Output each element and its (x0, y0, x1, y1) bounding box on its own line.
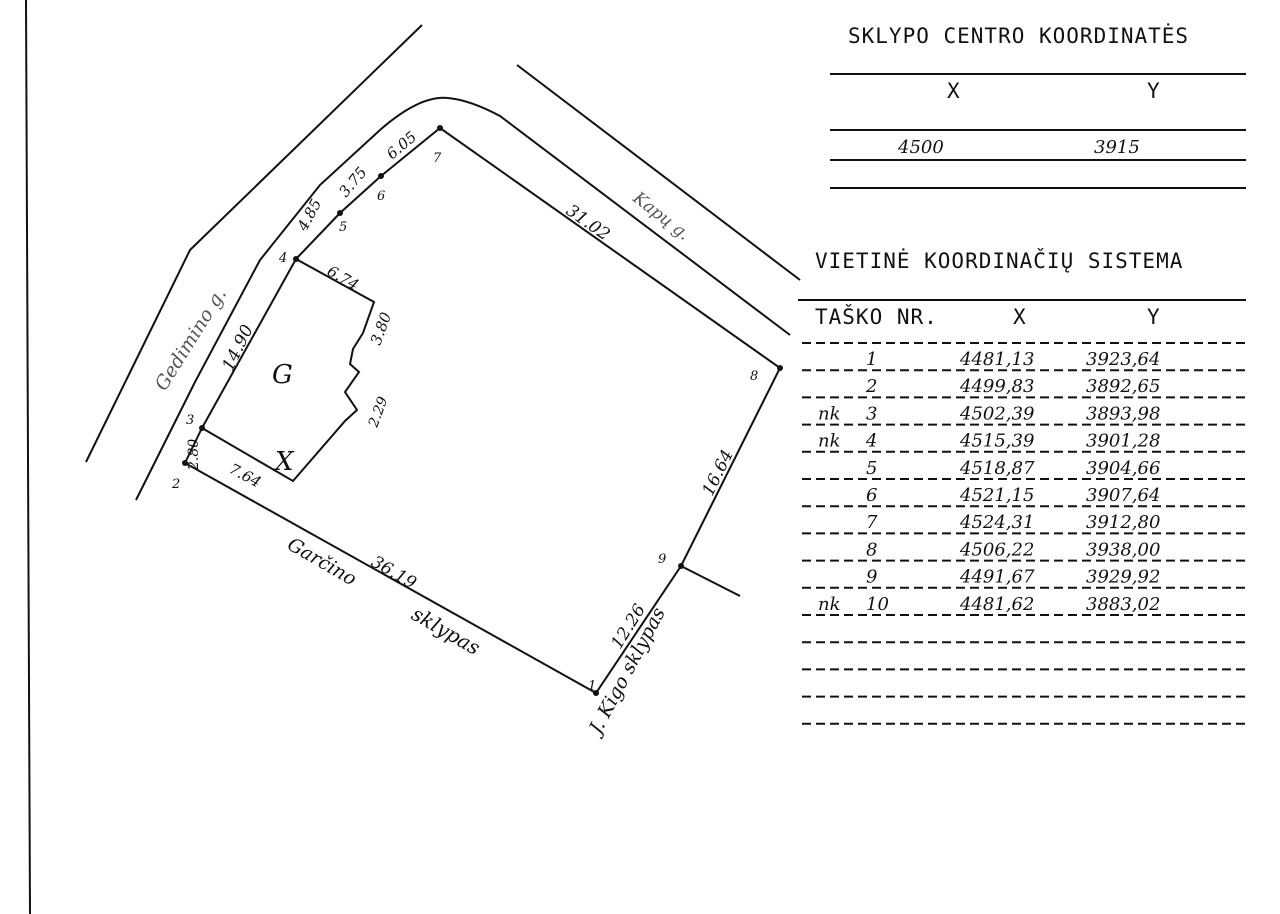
length-building-right-lower: 2.29 (365, 395, 391, 431)
point-marker-5 (337, 210, 343, 216)
parcel-boundary (183, 126, 782, 695)
sheet-border-left (25, 0, 31, 914)
length-building-top: 6.74 (324, 262, 362, 294)
row-coord-y: 3923,64 (1086, 349, 1160, 370)
point-label-4: 4 (278, 251, 287, 266)
neighbour-name-garcino: Garčino (284, 533, 361, 590)
centre-table-title: SKLYPO CENTRO KOORDINATĖS (848, 23, 1189, 48)
row-coord-x: 4499,83 (959, 376, 1034, 397)
row-coord-y: 3901,28 (1086, 431, 1160, 452)
point-label-2: 2 (171, 477, 180, 492)
row-coord-y: 3929,92 (1086, 567, 1160, 588)
row-coord-y: 3912,80 (1086, 512, 1160, 533)
building-mark: X (273, 447, 295, 477)
length-1-2: 36.19 (368, 552, 420, 594)
row-coord-x: 4524,31 (959, 512, 1034, 533)
local-coordinates-table: VIETINĖ KOORDINAČIŲ SISTEMA TAŠKO NR. X … (798, 248, 1246, 725)
point-marker-9 (678, 563, 684, 569)
length-5-6: 3.75 (335, 163, 370, 200)
point-marker-3 (199, 425, 205, 431)
row-point-number: 9 (866, 567, 877, 588)
point-markers (182, 125, 783, 696)
centre-coordinates-table: SKLYPO CENTRO KOORDINATĖS X Y 4500 3915 (830, 23, 1246, 189)
point-labels: 1 2 3 4 5 6 7 8 9 (171, 151, 758, 694)
row-coord-y: 3883,02 (1086, 594, 1160, 615)
parcel-polygon (183, 126, 782, 695)
point-marker-1 (593, 690, 599, 696)
row-mark: nk (818, 594, 841, 615)
kapu-outer-edge (516, 64, 801, 281)
row-coord-x: 4515,39 (959, 431, 1034, 452)
row-point-number: 10 (866, 594, 889, 615)
gedimino-outer-edge (85, 24, 423, 463)
row-point-number: 2 (865, 376, 877, 397)
neighbour-boundary-9 (680, 565, 741, 597)
point-marker-6 (378, 173, 384, 179)
length-7-8: 31.02 (562, 201, 613, 245)
point-label-1: 1 (588, 679, 596, 694)
row-point-number: 5 (866, 458, 877, 479)
row-coord-x: 4481,62 (959, 594, 1034, 615)
centre-value-x: 4500 (897, 137, 944, 158)
row-coord-y: 3907,64 (1086, 485, 1160, 506)
length-building-bottom: 7.64 (226, 460, 264, 492)
row-mark: nk (818, 431, 841, 452)
building-polygon (201, 258, 376, 483)
point-marker-4 (293, 256, 299, 262)
row-coord-x: 4518,87 (959, 458, 1035, 479)
centre-col-y: Y (1147, 79, 1161, 103)
row-coord-y: 3892,65 (1086, 376, 1160, 397)
row-coord-x: 4491,67 (959, 567, 1035, 588)
local-col-x: X (1013, 305, 1027, 329)
length-3-4: 14.90 (219, 322, 258, 375)
neighbour-name-sklypas: sklypas (408, 602, 485, 660)
point-label-9: 9 (658, 552, 666, 567)
centre-col-x: X (947, 79, 961, 103)
row-point-number: 8 (866, 539, 877, 560)
point-marker-8 (777, 365, 783, 371)
row-coord-y: 3938,00 (1086, 539, 1160, 560)
local-col-y: Y (1147, 305, 1161, 329)
kapu-inner-edge (447, 97, 791, 336)
row-mark: nk (818, 403, 841, 424)
row-coord-x: 4521,15 (959, 485, 1034, 506)
length-8-9: 16.64 (699, 447, 738, 500)
length-building-right-upper: 3.80 (367, 309, 395, 347)
point-label-7: 7 (433, 151, 442, 166)
point-marker-7 (437, 125, 443, 131)
length-4-5: 4.85 (293, 196, 325, 235)
row-coord-y: 3893,98 (1086, 403, 1160, 424)
point-marker-2 (182, 460, 188, 466)
point-label-3: 3 (186, 413, 194, 428)
row-coord-x: 4506,22 (959, 539, 1034, 560)
length-2-3: 2.80 (186, 439, 202, 471)
local-table-title: VIETINĖ KOORDINAČIŲ SISTEMA (815, 248, 1183, 273)
gedimino-inner-edge (135, 96, 449, 501)
row-coord-x: 4502,39 (959, 403, 1034, 424)
centre-value-y: 3915 (1094, 137, 1140, 158)
row-point-number: 4 (865, 431, 877, 452)
row-point-number: 3 (866, 403, 877, 424)
point-label-8: 8 (750, 369, 758, 384)
row-point-number: 7 (866, 512, 878, 533)
row-point-number: 6 (866, 485, 877, 506)
point-label-5: 5 (339, 220, 347, 235)
building-letter: G (272, 360, 293, 390)
local-table-rows: 1 4481,13 3923,64 2 4499,83 3892,65 nk 3 4502,39… (802, 342, 1246, 725)
row-point-number: 1 (866, 349, 877, 370)
local-col-point: TAŠKO NR. (815, 304, 938, 329)
point-label-6: 6 (377, 189, 385, 204)
row-coord-x: 4481,13 (959, 349, 1034, 370)
street-lines (85, 24, 801, 501)
street-name-gedimino: Gedimino g. (151, 284, 231, 395)
building-outline (201, 258, 376, 483)
row-coord-y: 3904,66 (1086, 458, 1160, 479)
length-6-7: 6.05 (383, 128, 420, 163)
